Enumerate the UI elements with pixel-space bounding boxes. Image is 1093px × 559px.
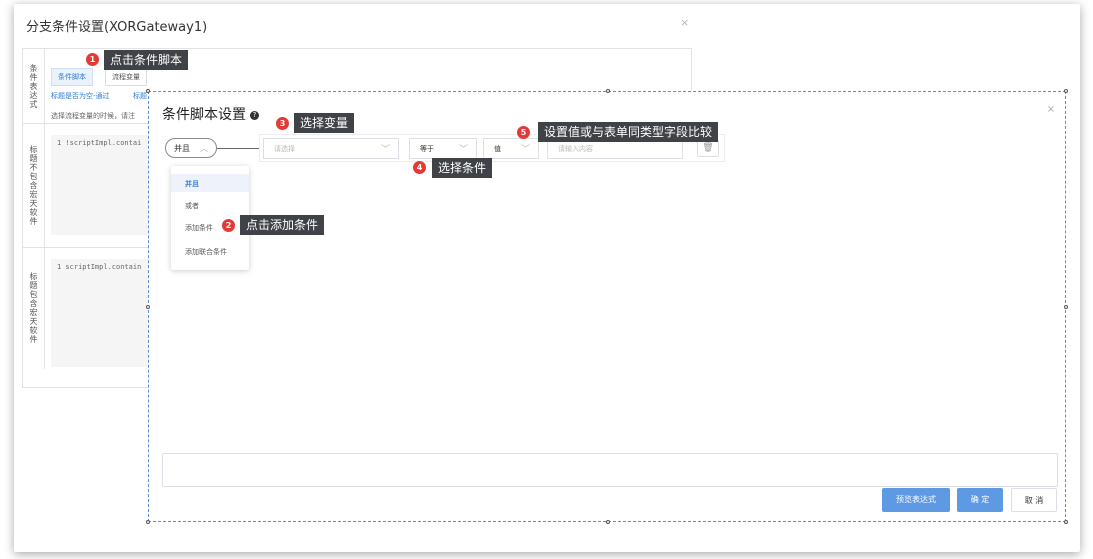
outer-close-icon[interactable]: ×: [680, 16, 690, 29]
resize-handle[interactable]: [1064, 89, 1068, 93]
annotation-badge-4: 4: [413, 161, 426, 174]
resize-handle[interactable]: [606, 520, 610, 524]
condition-script-dialog: 条件脚本设置? × 并且 ︿ 请选择 ﹀ 等于 ﹀ 值 ﹀ 请输入内容 🗑 并且…: [146, 89, 1068, 524]
resize-handle[interactable]: [606, 89, 610, 93]
outer-dialog-title: 分支条件设置(XORGateway1): [26, 20, 208, 35]
confirm-button[interactable]: 确 定: [957, 488, 1003, 512]
resize-handle[interactable]: [146, 305, 150, 309]
and-or-value: 并且: [174, 144, 190, 153]
annotation-badge-5: 5: [517, 126, 530, 139]
variable-select[interactable]: 请选择 ﹀: [263, 138, 399, 159]
code-editor-2[interactable]: 1 scriptImpl.contain: [51, 259, 161, 367]
dropdown-item-and[interactable]: 并且: [171, 174, 249, 192]
operator-value: 等于: [420, 145, 434, 153]
chevron-down-icon: ﹀: [520, 145, 530, 155]
row-label-contains: 标题包含宏天软件: [23, 247, 45, 369]
hint-text: 选择流程变量的时候，请注: [51, 112, 135, 120]
annotation-tip-4: 选择条件: [432, 158, 493, 178]
code-editor-1[interactable]: 1 !scriptImpl.contai: [51, 135, 161, 235]
chevron-down-icon: ﹀: [380, 145, 390, 155]
tab-condition-script[interactable]: 条件脚本: [51, 68, 93, 86]
chevron-down-icon: ﹀: [458, 145, 468, 155]
cancel-button[interactable]: 取 消: [1011, 488, 1057, 512]
preview-expression-button[interactable]: 预览表达式: [882, 488, 950, 512]
annotation-badge-3: 3: [276, 117, 289, 130]
chevron-up-icon: ︿: [200, 144, 208, 153]
operator-select[interactable]: 等于 ﹀: [409, 138, 477, 159]
annotation-badge-1: 1: [86, 53, 99, 66]
resize-handle[interactable]: [1064, 305, 1068, 309]
dialog-title-text: 条件脚本设置: [162, 107, 246, 123]
variable-placeholder: 请选择: [274, 145, 295, 153]
annotation-tip-1: 点击条件脚本: [104, 50, 189, 70]
and-or-dropdown: 并且 或者 添加条件 添加联合条件: [171, 166, 249, 270]
dropdown-item-add-joint-condition[interactable]: 添加联合条件: [185, 248, 227, 256]
annotation-tip-3: 选择变量: [294, 113, 355, 133]
row-label-expression: 条件表达式: [23, 49, 45, 123]
tab-process-variable[interactable]: 流程变量: [105, 68, 147, 86]
resize-handle[interactable]: [146, 89, 150, 93]
condition-link-1[interactable]: 标题是否为空-通过: [51, 92, 110, 100]
dropdown-item-or[interactable]: 或者: [185, 202, 199, 210]
dialog-close-icon[interactable]: ×: [1046, 104, 1055, 115]
expression-textarea[interactable]: [162, 453, 1058, 487]
resize-handle[interactable]: [1064, 520, 1068, 524]
help-icon[interactable]: ?: [250, 110, 259, 120]
value-type-value: 值: [494, 145, 501, 153]
annotation-badge-2: 2: [222, 219, 235, 232]
annotation-tip-5: 设置值或与表单同类型字段比较: [538, 122, 719, 142]
value-input-placeholder: 请输入内容: [558, 145, 593, 153]
condition-form: 条件表达式 条件脚本 流程变量 标题是否为空-通过 标题 选择流程变量的时候，请…: [22, 48, 692, 388]
connector-line: [217, 148, 259, 149]
annotation-tip-2: 点击添加条件: [240, 215, 325, 235]
dropdown-item-add-condition[interactable]: 添加条件: [185, 224, 213, 232]
value-type-select[interactable]: 值 ﹀: [483, 138, 539, 159]
resize-handle[interactable]: [146, 520, 150, 524]
condition-link-2[interactable]: 标题: [133, 92, 147, 100]
and-or-select[interactable]: 并且 ︿: [165, 138, 217, 158]
row-label-not-contains: 标题不包含宏天软件: [23, 123, 45, 247]
dialog-title: 条件脚本设置?: [162, 104, 259, 124]
